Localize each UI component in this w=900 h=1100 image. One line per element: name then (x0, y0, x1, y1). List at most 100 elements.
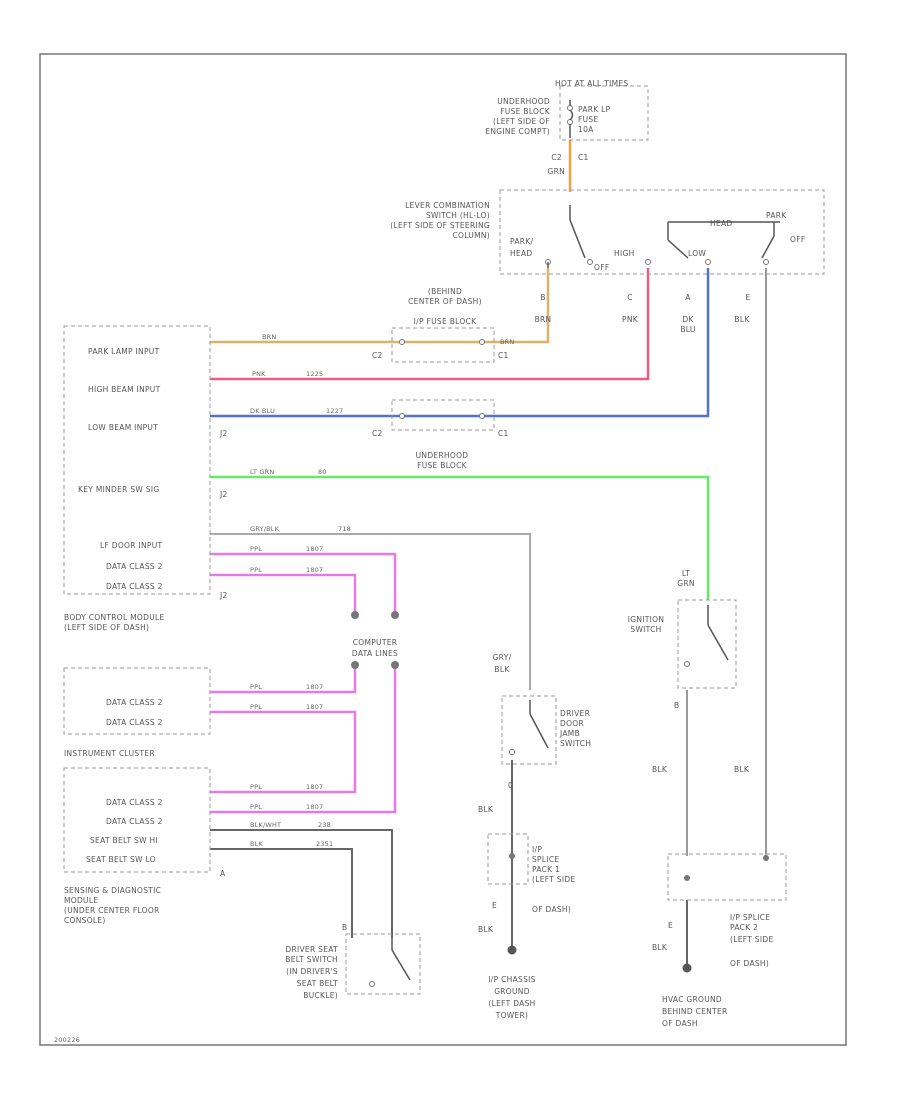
wire-label-high-num: 1225 (306, 370, 323, 378)
ic-data-class-1: DATA CLASS 2 (106, 698, 163, 707)
lever-name-line-3: (LEFT SIDE OF STEERING (390, 221, 490, 230)
bcm-lf-door: LF DOOR INPUT (100, 541, 162, 550)
connector-dots (351, 611, 769, 881)
bcm-name-1: BODY CONTROL MODULE (64, 613, 165, 622)
pin-e-label: E (745, 293, 750, 302)
ip-fuse-c1-b: C1 (498, 429, 509, 438)
sdm-name-3: (UNDER CENTER FLOOR (64, 906, 160, 915)
sdm-wire-hi-num: 238 (318, 821, 331, 829)
underhood-fuse-box (391, 399, 495, 431)
pin-b-label: B (540, 293, 545, 302)
wire-data-sdm (210, 668, 397, 814)
wire-lf-door (210, 533, 531, 690)
bcm-data-class-1: DATA CLASS 2 (106, 562, 163, 571)
dlc-label-1: COMPUTER (353, 638, 398, 647)
sdm-box (63, 767, 211, 873)
bcm-j2-label: J2 (219, 429, 228, 438)
underhood-block-1: UNDERHOOD (416, 451, 469, 460)
wire-label-key: LT GRN (250, 468, 274, 476)
door-switch-contacts (509, 700, 549, 755)
wire-data-ic-1 (210, 668, 357, 694)
sdm-name-1: SENSING & DIAGNOSTIC (64, 886, 161, 895)
pin-e-color: BLK (734, 315, 750, 324)
door-name-4: SWITCH (560, 739, 591, 748)
bcm-key-minder: KEY MINDER SW SIG (78, 485, 159, 494)
ip-fuse-name-3: I/P FUSE BLOCK (414, 317, 477, 326)
ip-fuse-c2-b: C2 (372, 429, 383, 438)
ip-fuse-name-1: (BEHIND (428, 287, 462, 296)
ip-ground-3: (LEFT DASH (488, 999, 535, 1008)
ip-ground-icon (507, 945, 517, 955)
pin-b-color: BRN (535, 315, 552, 324)
wire-label-high: PNK (252, 370, 266, 378)
ic-wire-ppl-1: PPL (250, 683, 262, 691)
dlc-label-2: DATA LINES (352, 649, 398, 658)
wire-label-lf-num: 718 (338, 525, 351, 533)
wire-label-ppl-1: PPL (250, 545, 262, 553)
seatbelt-name-3: (IN DRIVER'S (286, 967, 338, 976)
bcm-j2-label-3: J2 (219, 591, 228, 600)
ignition-switch-contacts (684, 605, 729, 667)
ignition-wire-2: GRN (677, 579, 695, 588)
splice1-name-3: PACK 1 (532, 865, 560, 874)
seatbelt-pin-b: B (342, 923, 347, 932)
splice2-blk: BLK (652, 943, 668, 952)
bcm-high-input: HIGH BEAM INPUT (88, 385, 161, 394)
seatbelt-switch-contacts (369, 938, 411, 987)
wire-label-key-num: 80 (318, 468, 327, 476)
fuse-name-line-3: 10A (578, 125, 594, 134)
lever-name-line-4: COLUMN) (452, 231, 490, 240)
seatbelt-name-2: BELT SWITCH (285, 955, 338, 964)
fuse-icon (567, 100, 574, 138)
underhood-block-2: FUSE BLOCK (417, 461, 468, 470)
sdm-name-2: MODULE (64, 896, 98, 905)
lever-name-line-1: LEVER COMBINATION (405, 201, 490, 210)
bcm-data-class-2: DATA CLASS 2 (106, 582, 163, 591)
door-wire-1: GRY/ (493, 653, 512, 662)
lever-head-label: HEAD (710, 219, 732, 228)
seatbelt-name-4: SEAT BELT (297, 979, 338, 988)
splice2-name-4: OF DASH) (730, 959, 769, 968)
underhood-fuse-glyph (399, 413, 485, 419)
sdm-wire-ppl-1: PPL (250, 783, 262, 791)
splice1-name-2: SPLICE (532, 855, 559, 864)
sdm-wire-ppl-2: PPL (250, 803, 262, 811)
fuse-c2-label: C2 (551, 153, 562, 162)
splice1-name-1: I/P (532, 845, 542, 854)
ignition-name-1: IGNITION (628, 615, 665, 624)
door-switch-box (501, 695, 557, 765)
wire-seatbelt-lo (210, 848, 353, 938)
wire-key-minder (210, 475, 710, 600)
door-name-1: DRIVER (560, 709, 590, 718)
sdm-wire-num-1: 1807 (306, 783, 323, 791)
ip-fuse-brn: BRN (500, 338, 514, 346)
wire-park-lamp (210, 268, 550, 344)
bcm-name-2: (LEFT SIDE OF DASH) (64, 623, 149, 632)
fuse-box (559, 85, 649, 141)
splice2-name-1: I/P SPLICE (730, 913, 770, 922)
ic-wire-num-2: 1807 (306, 703, 323, 711)
ip-fuse-name-2: CENTER OF DASH) (408, 297, 482, 306)
splice1-blk: BLK (478, 925, 494, 934)
ic-wire-ppl-2: PPL (250, 703, 262, 711)
ignition-wire-1: LT (682, 569, 690, 578)
pin-c-label: C (627, 293, 633, 302)
wire-label-park: BRN (262, 333, 276, 341)
fuse-name-line-2: FUSE (578, 115, 599, 124)
ic-wire-num-1: 1807 (306, 683, 323, 691)
bcm-park-input: PARK LAMP INPUT (88, 347, 160, 356)
ip-fuse-block-box (391, 327, 495, 363)
ip-ground-2: GROUND (494, 987, 530, 996)
door-pin-c: C (508, 781, 514, 790)
door-wire-2: BLK (494, 665, 510, 674)
door-name-3: JAMB (559, 729, 580, 738)
sdm-wire-hi: BLK/WHT (250, 821, 281, 829)
pin-a-color-2: BLU (680, 325, 695, 334)
door-blk: BLK (478, 805, 494, 814)
wire-label-lf: GRY/BLK (250, 525, 280, 533)
ic-name: INSTRUMENT CLUSTER (64, 749, 155, 758)
lever-switch-box (499, 189, 825, 275)
sdm-wire-num-2: 1807 (306, 803, 323, 811)
ip-ground-1: I/P CHASSIS (488, 975, 535, 984)
splice1-name-5: OF DASH) (532, 905, 571, 914)
